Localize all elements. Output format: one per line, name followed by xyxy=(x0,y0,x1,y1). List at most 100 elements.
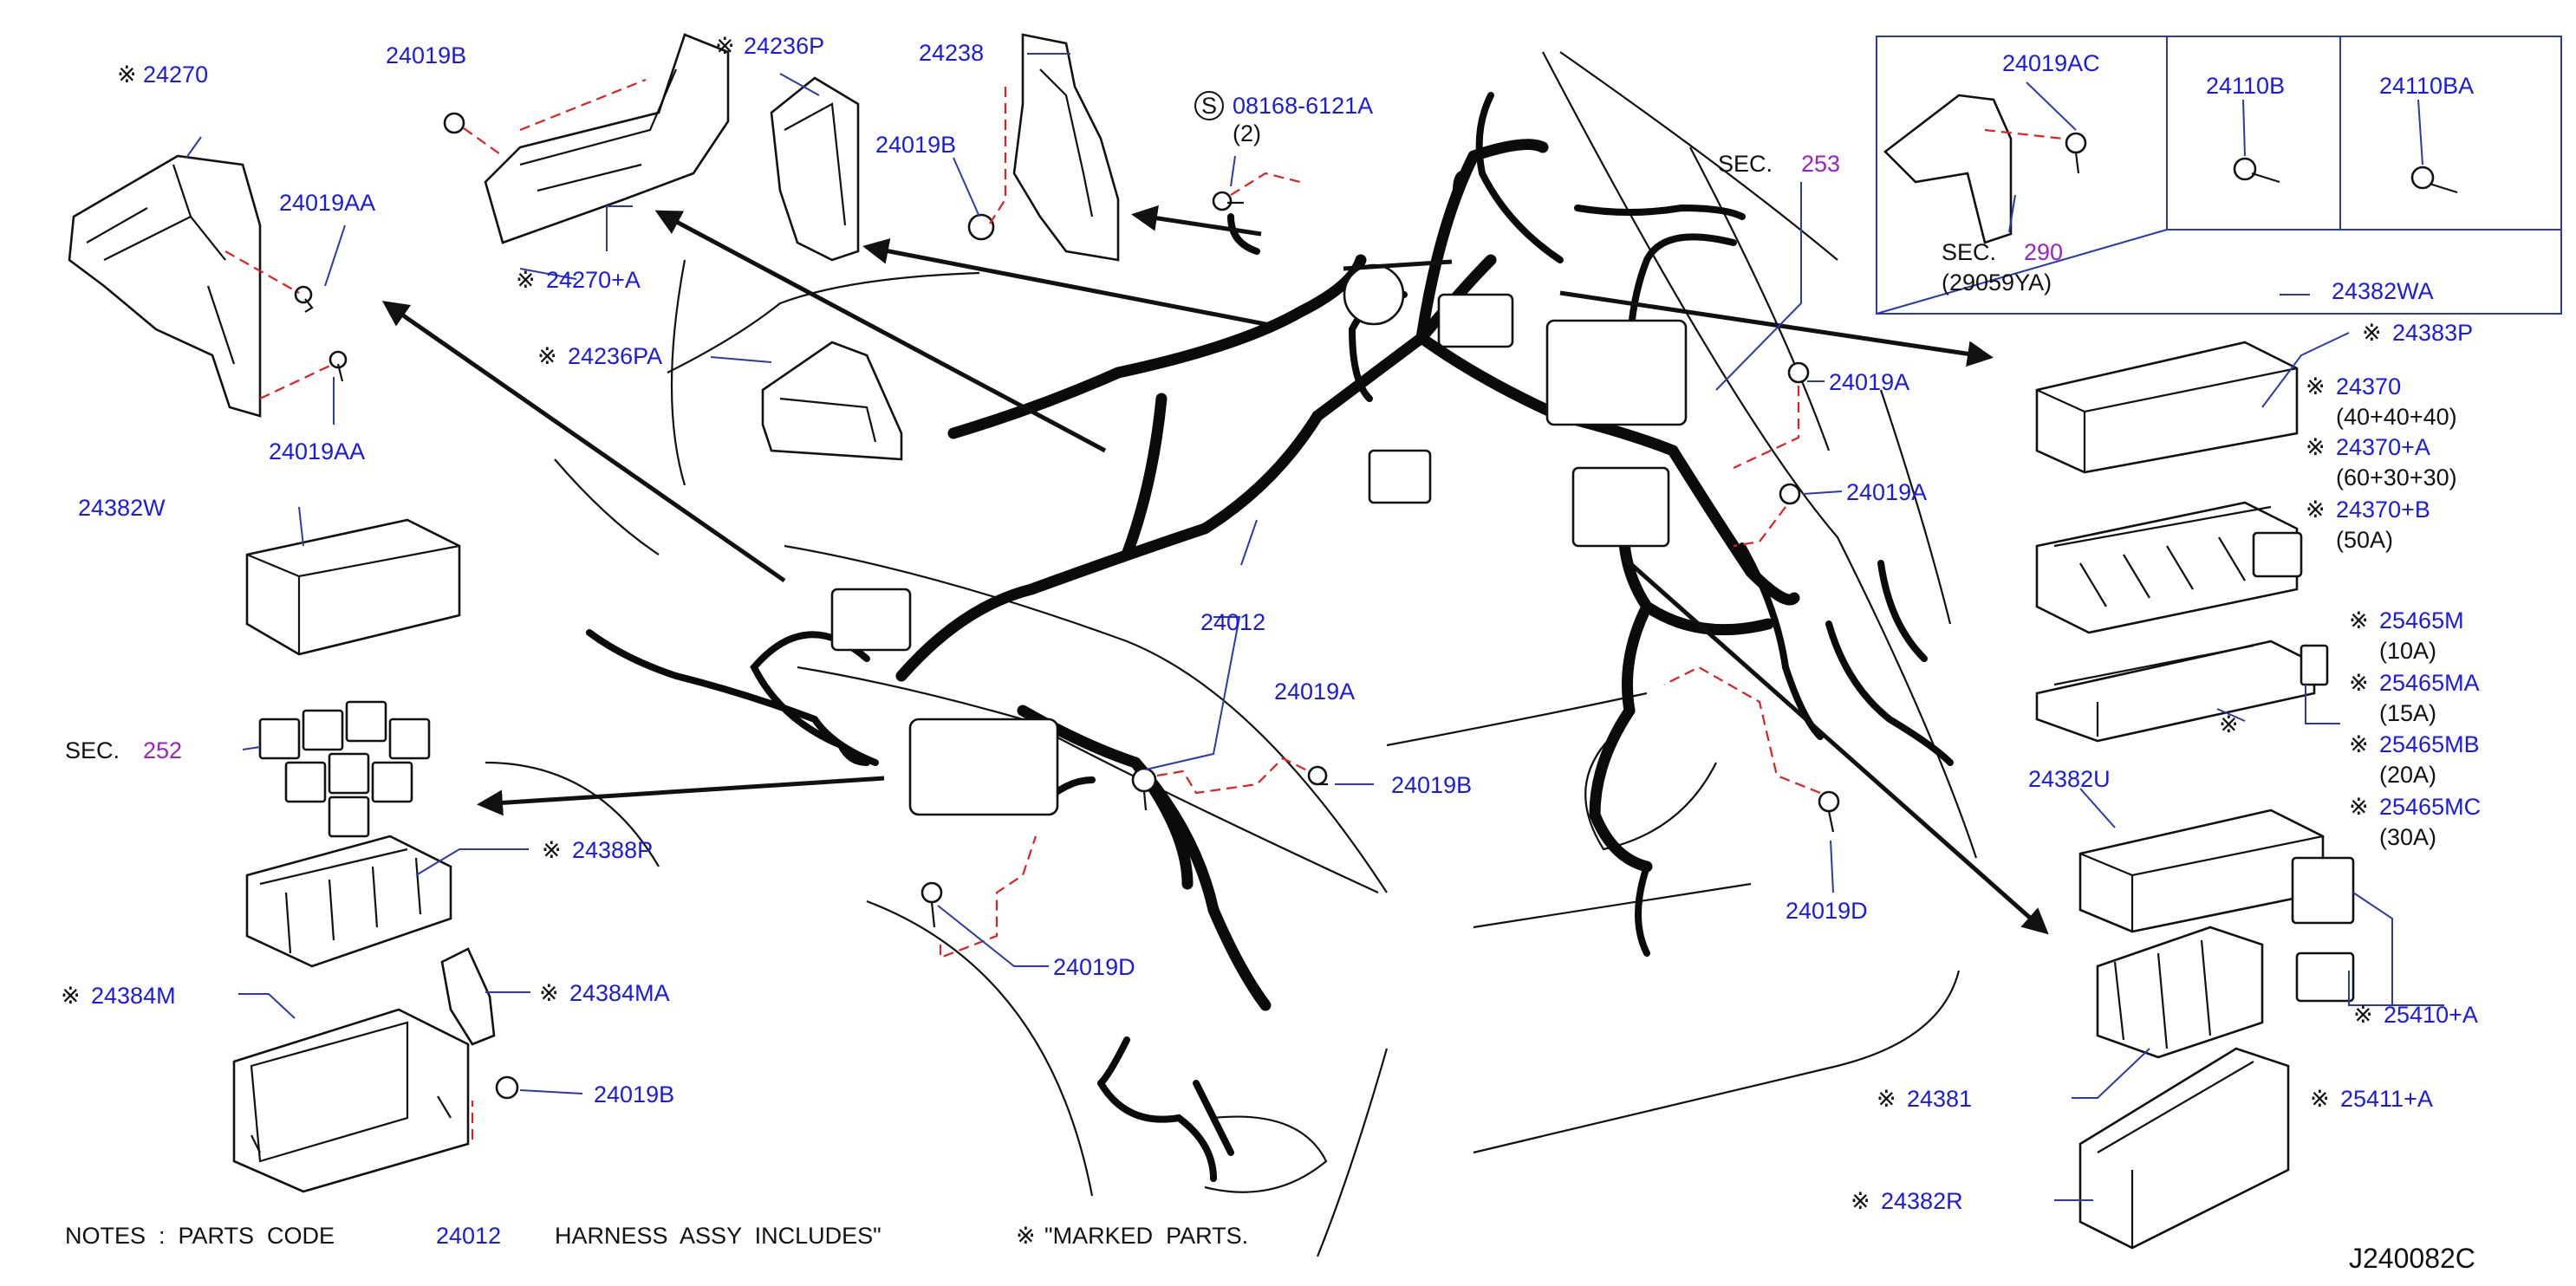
notes-mark: ※ xyxy=(1016,1223,1036,1249)
label-25465MB-sub: (20A) xyxy=(2379,762,2436,788)
label-24019B-lower: 24019B xyxy=(594,1081,674,1107)
s-symbol: S xyxy=(1201,93,1217,119)
label-25465MB: 25465MB xyxy=(2379,731,2480,757)
label-24382R: 24382R xyxy=(1881,1188,1963,1214)
label-24384MA: 24384MA xyxy=(569,980,670,1006)
nut-24019B-top xyxy=(443,112,465,134)
sec-290-link[interactable]: 290 xyxy=(2024,239,2063,265)
mark-24381: ※ xyxy=(1877,1086,1896,1112)
mark-25411A: ※ xyxy=(2310,1086,2330,1112)
label-24383P: 24383P xyxy=(2392,320,2473,346)
cover-24382U xyxy=(2078,809,2325,933)
bolt-24019A-right-2 xyxy=(1779,483,1801,505)
direction-arrows xyxy=(381,205,2049,935)
sec-253-link[interactable]: 253 xyxy=(1801,151,1840,177)
mark-24388P: ※ xyxy=(542,837,562,863)
label-24382WA: 24382WA xyxy=(2332,278,2434,304)
label-24270: 24270 xyxy=(143,62,208,88)
mark-24370B: ※ xyxy=(2306,497,2326,523)
mark-25465MA: ※ xyxy=(2349,670,2369,696)
bracket-24238 xyxy=(1012,33,1120,262)
cover-24382W xyxy=(245,518,461,656)
relay-box-24382R xyxy=(2078,1047,2290,1250)
mark-24370: ※ xyxy=(2306,373,2326,399)
label-24236PA: 24236PA xyxy=(568,343,662,369)
bolt-24019D-center xyxy=(920,881,943,928)
relays-sec-252 xyxy=(258,700,431,838)
mark-24384MA: ※ xyxy=(539,980,559,1006)
label-24384M: 24384M xyxy=(91,983,176,1009)
mark-24270: ※ xyxy=(117,62,137,88)
mark-24382R: ※ xyxy=(1851,1188,1870,1214)
label-24270A: 24270+A xyxy=(546,267,641,293)
label-24382W: 24382W xyxy=(78,495,166,521)
bolt-24019A-right-1 xyxy=(1787,361,1810,384)
sec-252-prefix: SEC. xyxy=(65,737,120,763)
sec-253-prefix: SEC. xyxy=(1718,151,1773,177)
label-24019A-right-1: 24019A xyxy=(1829,369,1909,395)
label-24019B-top: 24019B xyxy=(386,42,466,68)
label-24236P: 24236P xyxy=(744,33,824,59)
bolt-24019AA-upper xyxy=(294,285,314,313)
label-24019D-center: 24019D xyxy=(1053,954,1135,980)
mark-25410A: ※ xyxy=(2353,1002,2373,1028)
mark-24236P: ※ xyxy=(715,33,735,59)
label-24019A-center: 24019A xyxy=(1274,679,1355,705)
label-24388P: 24388P xyxy=(572,837,653,863)
sec-290-sub: (29059YA) xyxy=(1942,270,2052,296)
nut-24019B-24238 xyxy=(967,213,995,241)
label-24110B: 24110B xyxy=(2206,73,2285,99)
notes-code: 24012 xyxy=(436,1223,501,1249)
footer-notes: NOTES : PARTS CODE 24012 HARNESS ASSY IN… xyxy=(65,1223,2475,1274)
label-24019AA-upper: 24019AA xyxy=(279,190,375,216)
cover-24236P xyxy=(770,76,860,262)
cover-24236PA xyxy=(761,341,903,461)
diagram-id: J240082C xyxy=(2349,1243,2475,1274)
bolt-24110BA xyxy=(2410,166,2458,194)
label-24238: 24238 xyxy=(919,40,984,66)
part-labels: ※ 24270 24019AA 24019AA 24019B ※ 24236P … xyxy=(61,33,2481,1214)
vehicle-body-outline xyxy=(485,51,1978,1257)
mark-25465MB: ※ xyxy=(2349,731,2369,757)
label-25410A: 25410+A xyxy=(2384,1002,2478,1028)
label-25465M-sub: (10A) xyxy=(2379,638,2436,664)
label-24381: 24381 xyxy=(1907,1086,1972,1112)
label-25465MC: 25465MC xyxy=(2379,794,2481,820)
bolt-24019AC xyxy=(2065,132,2087,174)
label-24019B-24238: 24019B xyxy=(875,132,956,158)
label-25465MC-sub: (30A) xyxy=(2379,824,2436,850)
sec-290-prefix: SEC. xyxy=(1942,239,1996,265)
mark-24370A: ※ xyxy=(2306,434,2326,460)
label-24370B: 24370+B xyxy=(2336,497,2430,523)
label-24019A-right-2: 24019A xyxy=(1846,479,1927,505)
relay-box-24381 xyxy=(2096,926,2264,1059)
label-08168-qty: (2) xyxy=(1233,120,1261,146)
relay-25411A xyxy=(2295,952,2355,1003)
lower-box-24384M xyxy=(232,1008,470,1193)
cover-24384MA xyxy=(440,947,496,1046)
fuse-24370B xyxy=(2252,531,2303,578)
label-24019D-right: 24019D xyxy=(1786,898,1868,924)
label-24012: 24012 xyxy=(1200,609,1265,635)
notes-text: HARNESS ASSY INCLUDES" xyxy=(555,1223,881,1249)
s-symbol-circle xyxy=(1194,91,1224,120)
sec-252-link[interactable]: 252 xyxy=(143,737,182,763)
mark-25465MC: ※ xyxy=(2349,794,2369,820)
inset-box xyxy=(1876,36,2562,315)
fuse-block-24382WA-tray xyxy=(2035,640,2316,743)
notes-prefix: NOTES : PARTS CODE xyxy=(65,1223,335,1249)
fuse-25465M xyxy=(2300,644,2329,686)
mark-fuse-block: ※ xyxy=(2219,711,2239,737)
fusible-link-holder-24383P xyxy=(2035,501,2299,634)
bolt-24019AA-lower xyxy=(329,350,348,382)
label-24019AC: 24019AC xyxy=(2002,50,2100,76)
leader-lines xyxy=(185,53,2423,1201)
label-24382U: 24382U xyxy=(2028,766,2111,792)
label-24370B-sub: (50A) xyxy=(2336,527,2393,553)
label-25465MA: 25465MA xyxy=(2379,670,2480,696)
label-25465M: 25465M xyxy=(2379,607,2464,633)
label-24370-sub: (40+40+40) xyxy=(2336,404,2457,430)
screw-08168 xyxy=(1212,191,1244,211)
mark-24236PA: ※ xyxy=(537,343,557,369)
